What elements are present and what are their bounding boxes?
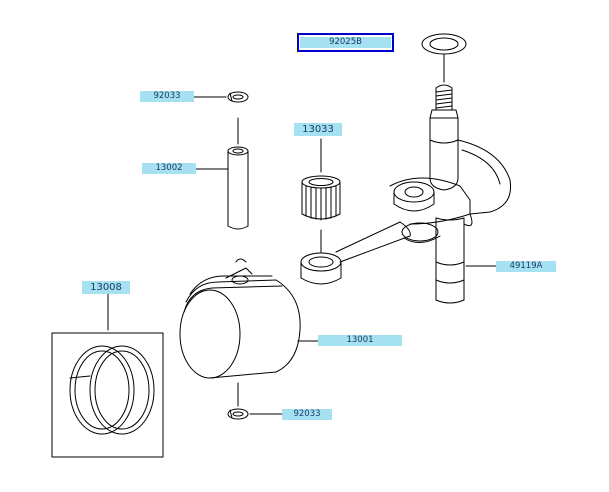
needle-bearing-part <box>301 175 341 221</box>
part-label-13001[interactable]: 13001 <box>318 335 402 346</box>
circlip-bottom-part <box>227 408 249 420</box>
leader-lines <box>107 54 497 415</box>
part-label-49119A[interactable]: 49119A <box>496 261 556 272</box>
circlip-top-part <box>227 91 249 103</box>
piston-rings-part <box>51 332 164 458</box>
crankshaft-part <box>429 84 512 304</box>
piston-pin-part <box>227 146 249 230</box>
part-label-92033-top[interactable]: 92033 <box>140 91 194 102</box>
selected-part-frame <box>297 33 394 52</box>
part-label-13008[interactable]: 13008 <box>82 281 130 294</box>
bushing-part <box>300 252 342 285</box>
part-label-13002[interactable]: 13002 <box>142 163 196 174</box>
connecting-rod-part <box>335 177 471 263</box>
part-label-92025B[interactable]: 92025B <box>300 37 391 48</box>
part-label-13033[interactable]: 13033 <box>294 123 342 136</box>
washer-92025B-part <box>421 33 467 55</box>
piston-part <box>179 258 301 379</box>
part-label-92033-bottom[interactable]: 92033 <box>282 409 332 420</box>
